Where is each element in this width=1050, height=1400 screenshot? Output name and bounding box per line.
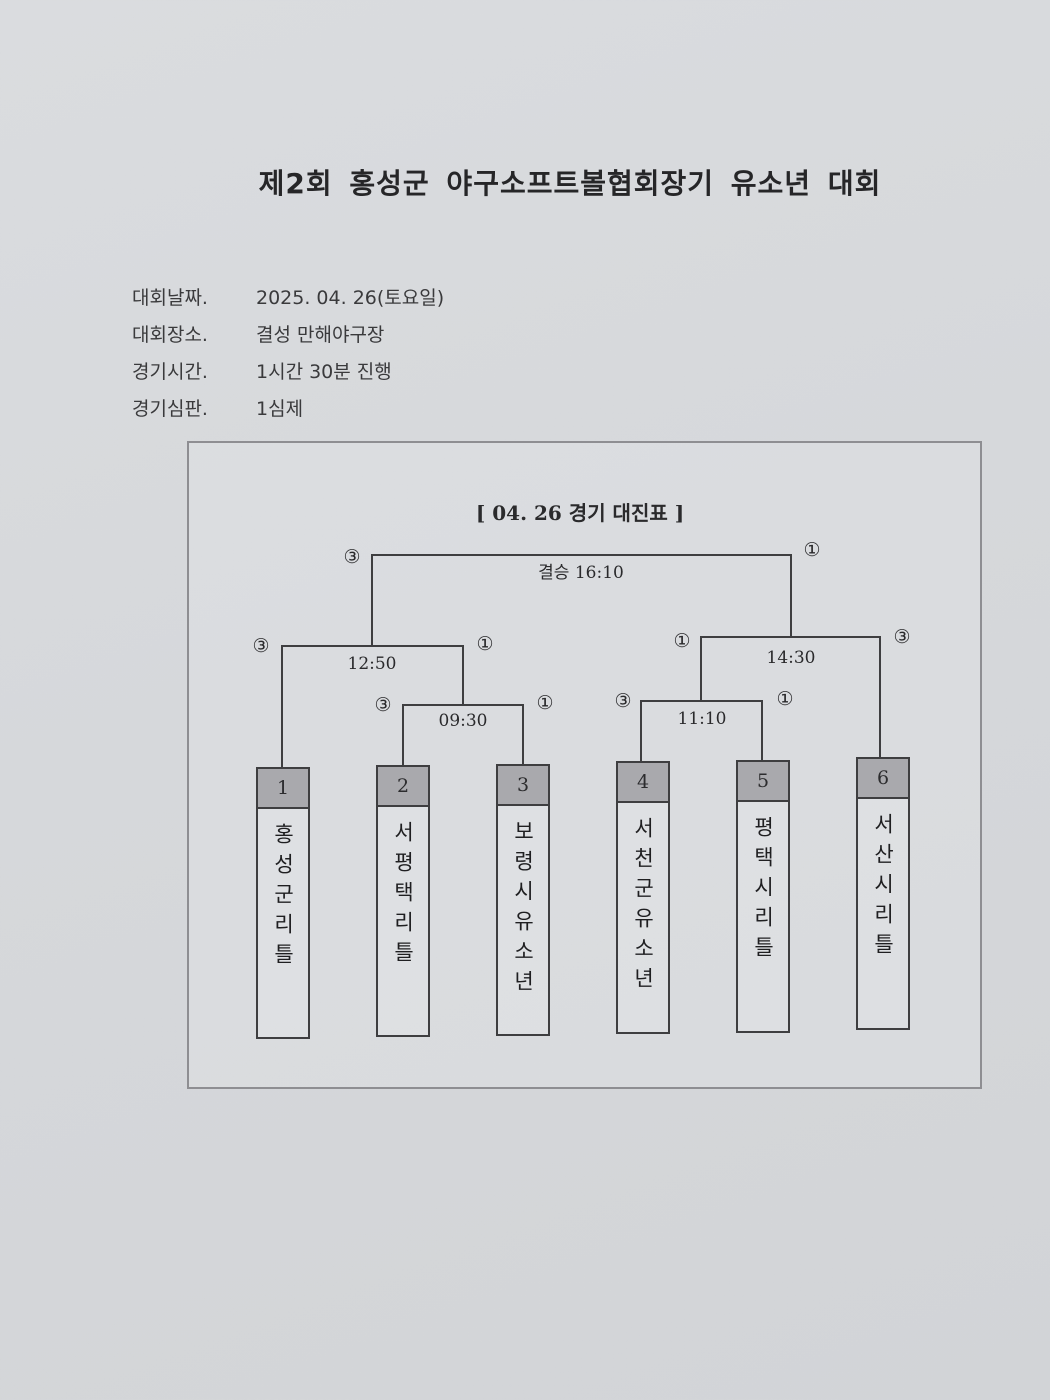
info-value: 결성 만해야구장: [256, 324, 385, 346]
match-time-1430: 14:30: [767, 648, 816, 668]
match-time-0930: 09:30: [439, 711, 488, 731]
team-name: 서산시리틀: [871, 813, 895, 963]
info-value: 1시간 30분 진행: [256, 361, 392, 383]
match-time-1250: 12:50: [348, 654, 397, 674]
info-row-date: 대회날짜. 2025. 04. 26(토요일): [132, 280, 444, 317]
seed-mark: ①: [476, 633, 493, 655]
bracket-frame: [187, 441, 982, 1089]
match-time-1110: 11:10: [678, 709, 727, 729]
seed-mark: ①: [536, 692, 553, 714]
team-box-5: 5 평택시리틀: [736, 760, 790, 1033]
info-label: 대회장소.: [132, 324, 208, 346]
team-number: 1: [258, 769, 308, 809]
seed-mark: ③: [374, 694, 391, 716]
info-row-venue: 대회장소. 결성 만해야구장: [132, 317, 444, 354]
info-value: 2025. 04. 26(토요일): [256, 287, 445, 309]
info-label: 경기시간.: [132, 361, 208, 383]
info-value: 1심제: [256, 398, 304, 420]
team-box-4: 4 서천군유소년: [616, 761, 670, 1034]
connector-final: [371, 554, 792, 646]
info-block: 대회날짜. 2025. 04. 26(토요일) 대회장소. 결성 만해야구장 경기시…: [132, 280, 444, 428]
info-label: 경기심판.: [132, 398, 208, 420]
team-name: 홍성군리틀: [271, 823, 295, 973]
team-box-1: 1 홍성군리틀: [256, 767, 310, 1039]
team-number: 4: [618, 763, 668, 803]
seed-mark: ①: [803, 539, 820, 561]
seed-mark: ③: [343, 546, 360, 568]
seed-mark: ③: [893, 626, 910, 648]
team-number: 2: [378, 767, 428, 807]
team-number: 5: [738, 762, 788, 802]
info-row-duration: 경기시간. 1시간 30분 진행: [132, 354, 444, 391]
team-name: 서평택리틀: [391, 821, 415, 971]
team-name: 보령시유소년: [511, 820, 535, 1000]
info-label: 대회날짜.: [132, 287, 208, 309]
info-row-umpire: 경기심판. 1심제: [132, 391, 444, 428]
seed-mark: ①: [776, 688, 793, 710]
team-name: 평택시리틀: [751, 816, 775, 966]
seed-mark: ③: [614, 690, 631, 712]
team-number: 3: [498, 766, 548, 806]
page-title: 제2회 홍성군 야구소프트볼협회장기 유소년 대회: [258, 167, 882, 200]
bracket-title: [ 04. 26 경기 대진표 ]: [475, 501, 685, 525]
team-box-3: 3 보령시유소년: [496, 764, 550, 1036]
team-number: 6: [858, 759, 908, 799]
seed-mark: ③: [252, 635, 269, 657]
match-time-final: 결승 16:10: [538, 563, 624, 583]
team-name: 서천군유소년: [631, 817, 655, 997]
team-box-2: 2 서평택리틀: [376, 765, 430, 1037]
seed-mark: ①: [673, 630, 690, 652]
team-box-6: 6 서산시리틀: [856, 757, 910, 1030]
